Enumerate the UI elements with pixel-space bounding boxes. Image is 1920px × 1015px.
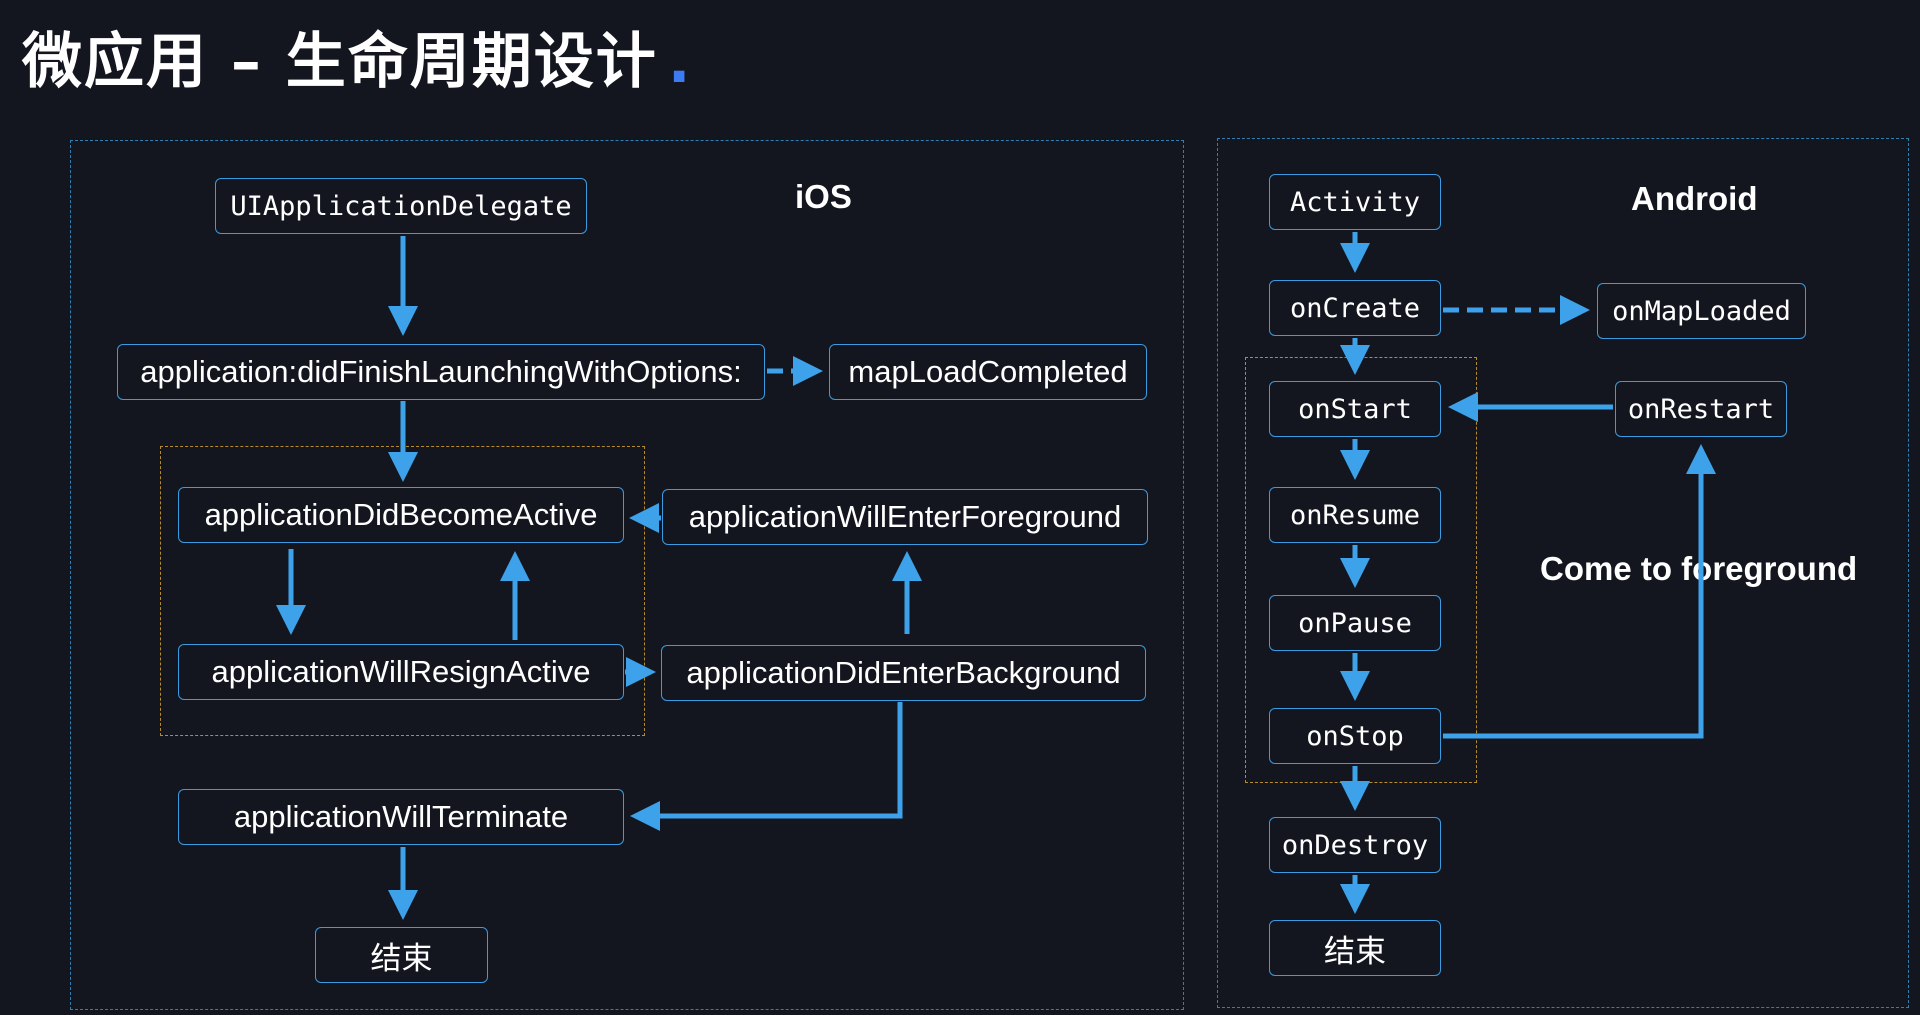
arrow-enter-background-to-terminate: [630, 702, 903, 831]
title-accent-dot: .: [667, 27, 693, 97]
node-on-stop: onStop: [1269, 708, 1441, 764]
page-title: 微应用 – 生命周期设计.: [22, 18, 693, 106]
ios-panel: [70, 140, 1184, 1010]
node-uiapplicationdelegate: UIApplicationDelegate: [215, 178, 587, 234]
arrow-on-stop-to-on-restart: [1443, 444, 1716, 739]
node-did-become-active: applicationDidBecomeActive: [178, 487, 624, 543]
node-android-end: 结束: [1269, 920, 1441, 976]
node-will-terminate: applicationWillTerminate: [178, 789, 624, 845]
node-on-start: onStart: [1269, 381, 1441, 437]
node-map-load-completed: mapLoadCompleted: [829, 344, 1147, 400]
node-on-destroy: onDestroy: [1269, 817, 1441, 873]
node-ios-end: 结束: [315, 927, 488, 983]
node-on-restart: onRestart: [1615, 381, 1787, 437]
node-on-map-loaded: onMapLoaded: [1597, 283, 1806, 339]
android-label: Android: [1631, 180, 1758, 217]
node-did-enter-background: applicationDidEnterBackground: [661, 645, 1146, 701]
node-will-resign-active: applicationWillResignActive: [178, 644, 624, 700]
node-activity: Activity: [1269, 174, 1441, 230]
android-panel: [1217, 138, 1909, 1008]
node-will-enter-foreground: applicationWillEnterForeground: [662, 489, 1148, 545]
ios-label: iOS: [795, 178, 852, 215]
title-text: 微应用 – 生命周期设计: [22, 27, 658, 97]
node-on-create: onCreate: [1269, 280, 1441, 336]
node-on-resume: onResume: [1269, 487, 1441, 543]
node-on-pause: onPause: [1269, 595, 1441, 651]
node-did-finish-launching: application:didFinishLaunchingWithOption…: [117, 344, 765, 400]
